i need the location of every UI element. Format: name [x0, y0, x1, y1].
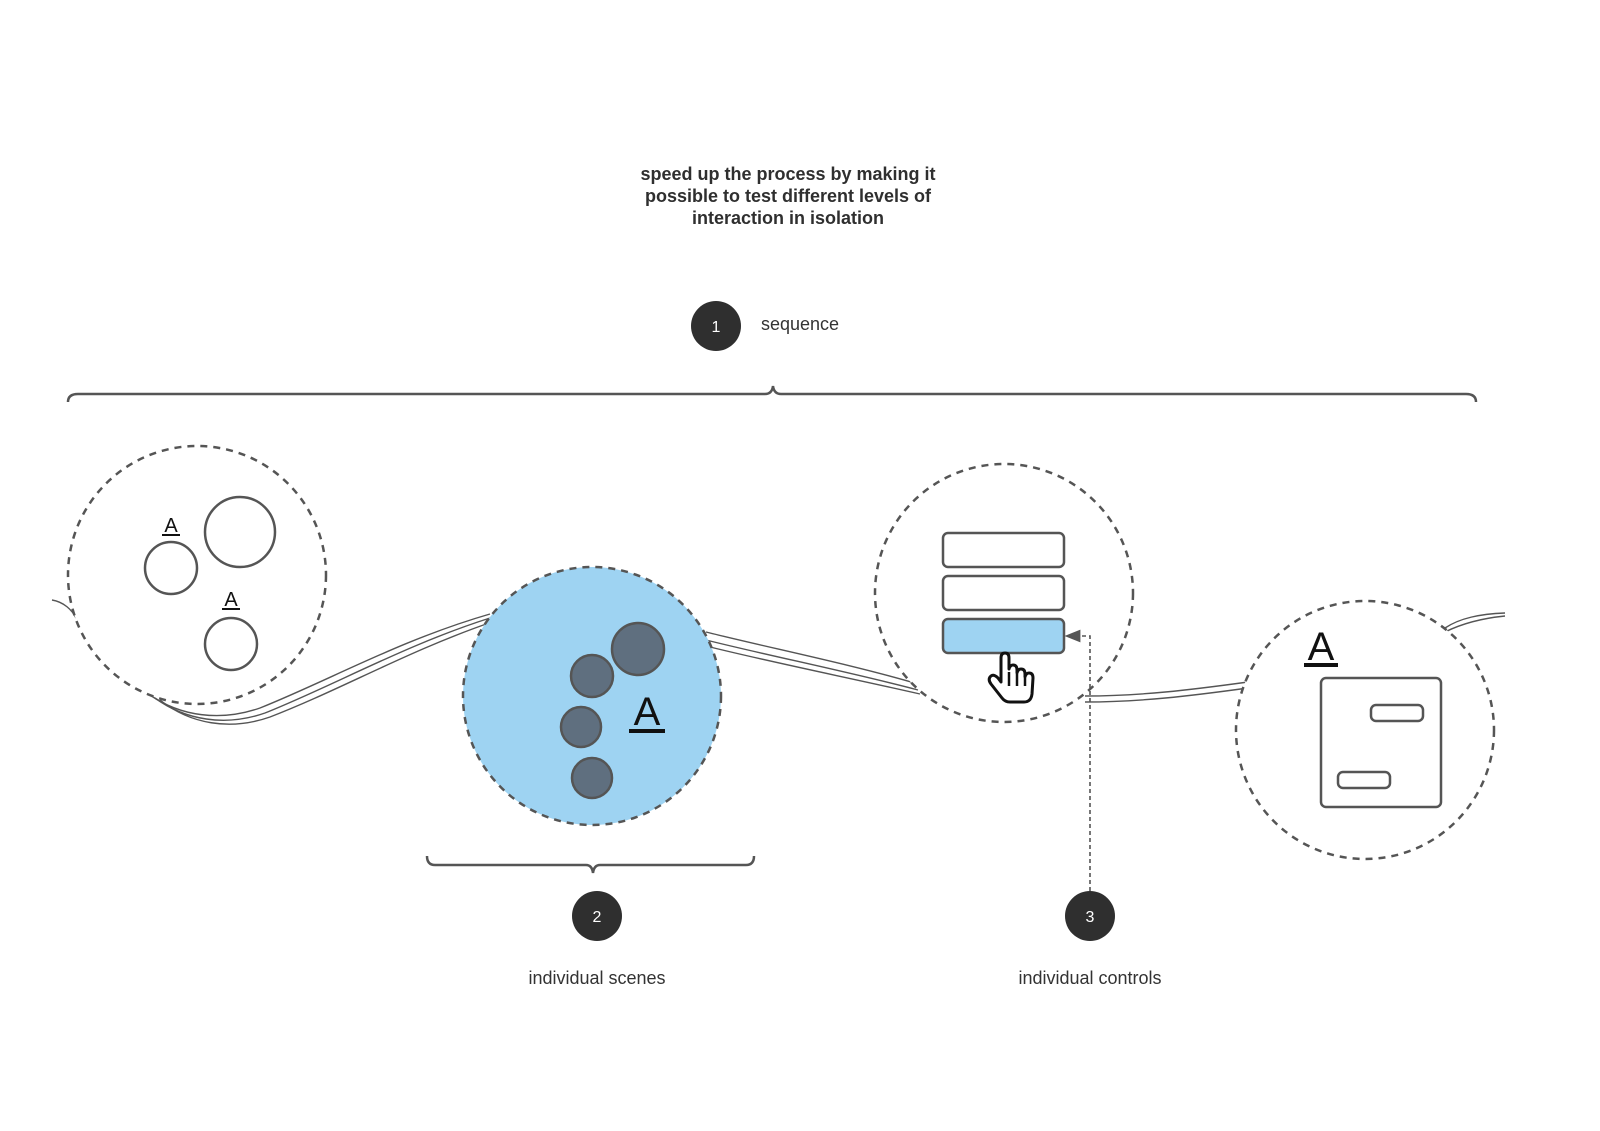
connecting-strands — [51, 599, 1506, 725]
control-button-1 — [941, 531, 1066, 569]
controls-pointer — [1064, 629, 1091, 891]
text-icon-letter: A — [224, 589, 238, 611]
scene-1-shape-bottom — [203, 616, 259, 672]
scene-2-dot — [559, 705, 603, 749]
panel-pill-bottom — [1336, 770, 1392, 790]
caption-line-1: speed up the process by making it — [640, 164, 935, 184]
badge-2-number: 2 — [593, 909, 602, 926]
marker-controls: 3 individual controls — [1018, 891, 1162, 988]
scene-2: A — [461, 565, 723, 827]
caption: speed up the process by making it possib… — [640, 164, 935, 228]
scene-3 — [873, 462, 1135, 724]
scene-2-dot — [569, 653, 615, 699]
controls-label: individual controls — [1018, 968, 1161, 988]
badge-3 — [1065, 891, 1115, 941]
panel-pill-top — [1369, 703, 1425, 723]
caption-line-2: possible to test different levels of — [645, 186, 932, 206]
text-icon: A — [162, 515, 180, 537]
text-icon: A — [629, 690, 665, 734]
text-icon-letter: A — [1308, 625, 1335, 669]
text-icon-letter: A — [634, 690, 661, 734]
marker-scenes: 2 individual scenes — [528, 891, 666, 988]
scenes-brace — [425, 855, 756, 874]
scenes-label: individual scenes — [528, 968, 665, 988]
badge-1-number: 1 — [712, 319, 721, 336]
text-icon-letter: A — [164, 515, 178, 537]
scene-1: A A — [66, 444, 328, 706]
scene-1-shape-left — [143, 540, 199, 596]
sequence-brace — [66, 385, 1478, 403]
caption-line-3: interaction in isolation — [692, 208, 884, 228]
scene-1-shape-large — [203, 495, 277, 569]
text-icon: A — [1304, 625, 1338, 669]
badge-3-number: 3 — [1086, 909, 1095, 926]
scene-4: A — [1234, 599, 1496, 861]
badge-2 — [572, 891, 622, 941]
marker-sequence: 1 sequence — [691, 301, 839, 351]
hand-cursor-icon — [987, 651, 1035, 704]
scene-2-dot-large — [610, 621, 666, 677]
text-icon: A — [222, 589, 240, 611]
scene-2-dot — [570, 756, 614, 800]
control-button-active — [941, 617, 1066, 655]
sequence-label: sequence — [761, 314, 839, 334]
badge-1 — [691, 301, 741, 351]
control-button-2 — [941, 574, 1066, 612]
